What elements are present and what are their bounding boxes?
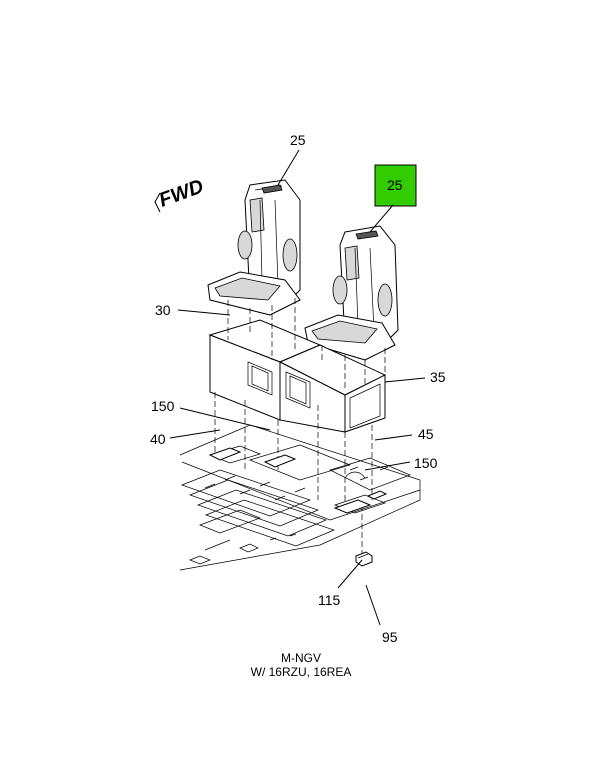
callout-bracket-150-left[interactable]: 150 [151,398,175,414]
callout-riser-left[interactable]: 30 [155,302,171,318]
callout-fastener[interactable]: 95 [382,629,398,645]
leader-lines [169,149,426,626]
forward-direction-marker: FWD [154,175,207,213]
caption-line-1: M-NGV [281,651,321,665]
callout-bracket-150-right[interactable]: 150 [414,455,438,471]
caption-line-2: W/ 16RZU, 16REA [251,665,352,679]
fwd-label: FWD [156,175,206,211]
floor-brackets[interactable] [208,447,388,514]
callout-seat-right[interactable]: 25 [387,177,403,193]
floor-plate [179,424,421,571]
callout-seat-left[interactable]: 25 [290,132,306,148]
highlight-callout-box[interactable] [374,164,417,207]
seat-left[interactable] [207,179,301,316]
callout-bracket-45[interactable]: 45 [418,426,434,442]
callout-clip[interactable]: 115 [318,592,341,608]
seat-right[interactable] [304,225,399,361]
callout-riser-right[interactable]: 35 [430,369,446,385]
callout-bracket-40[interactable]: 40 [150,431,166,447]
